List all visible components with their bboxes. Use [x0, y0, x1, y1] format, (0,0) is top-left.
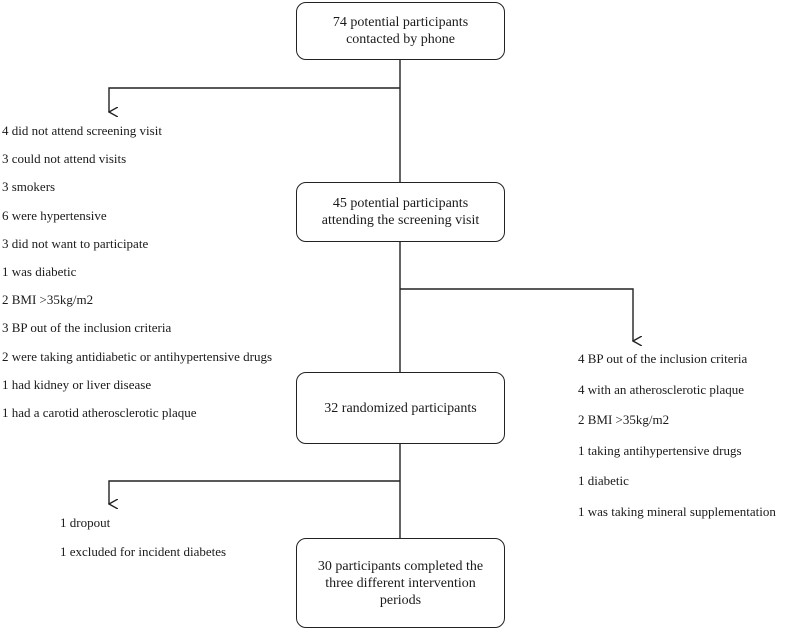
intervention-losses-list: 1 dropout 1 excluded for incident diabet…	[60, 515, 226, 573]
branch-intervention-losses	[109, 480, 400, 504]
list-item: 3 smokers	[2, 179, 56, 195]
randomization-exclusions-list: 4 BP out of the inclusion criteria 4 wit…	[578, 351, 776, 535]
box-screening: 45 potential participants attending the …	[296, 182, 505, 242]
list-item: 1 was diabetic	[2, 263, 77, 279]
box-completed: 30 participants completed the three diff…	[296, 538, 505, 628]
branch-randomization-exclusions	[400, 288, 633, 341]
list-item: 4 did not attend screening visit	[2, 123, 162, 138]
list-item: 2 BMI >35kg/m2	[578, 412, 670, 428]
list-item: 1 excluded for incident diabetes	[60, 544, 227, 559]
box-contacted-line-2: contacted by phone	[346, 32, 455, 47]
list-item: 1 taking antihypertensive drugs	[578, 442, 742, 458]
box-completed-line-1: 30 participants completed the	[317, 558, 484, 574]
box-screening-line-1: 45 potential participants	[332, 196, 469, 211]
list-item: 1 had a carotid atherosclerotic plaque	[2, 404, 197, 420]
list-item: 1 was taking mineral supplementation	[578, 503, 776, 519]
box-contacted: 74 potential participants contacted by p…	[296, 2, 505, 60]
list-item: 3 could not attend visits	[2, 151, 127, 167]
list-item: 1 dropout	[60, 515, 111, 530]
screening-exclusions-list: 4 did not attend screening visit 3 could…	[2, 123, 272, 433]
list-item: 1 had kidney or liver disease	[2, 376, 152, 392]
list-item: 3 BP out of the inclusion criteria	[2, 320, 172, 336]
branch-screening-exclusions	[109, 87, 400, 112]
list-item: 1 diabetic	[578, 473, 629, 489]
list-item: 4 with an atherosclerotic plaque	[578, 381, 745, 397]
list-item: 4 BP out of the inclusion criteria	[578, 351, 748, 366]
list-item: 3 did not want to participate	[2, 235, 149, 251]
box-screening-line-2: attending the screening visit	[321, 213, 480, 228]
list-item: 2 BMI >35kg/m2	[2, 292, 94, 308]
box-contacted-line-1: 74 potential participants	[332, 15, 469, 30]
box-randomized: 32 randomized participants	[296, 372, 505, 444]
box-randomized-line-1: 32 randomized participants	[324, 400, 477, 416]
list-item: 2 were taking antidiabetic or antihypert…	[2, 348, 273, 364]
box-completed-line-2: three different intervention	[325, 575, 476, 591]
box-completed-line-3: periods	[379, 592, 422, 608]
list-item: 6 were hypertensive	[2, 207, 107, 223]
